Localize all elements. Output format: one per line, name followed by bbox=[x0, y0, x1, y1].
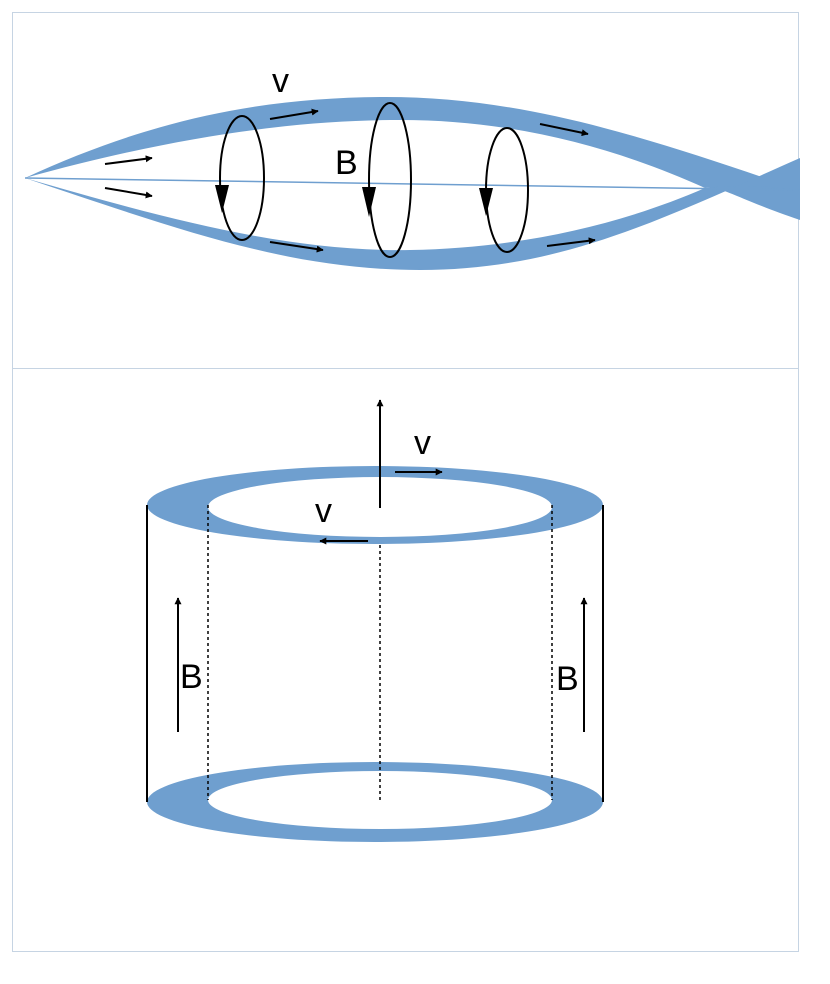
field-label-left: B bbox=[180, 658, 203, 696]
velocity-arrow bbox=[269, 241, 324, 253]
velocity-arrow bbox=[546, 237, 596, 247]
field-label-right: B bbox=[556, 660, 579, 698]
upper-flux-band bbox=[25, 96, 800, 220]
bottom-panel: v v B B bbox=[146, 399, 604, 842]
field-label: B bbox=[335, 144, 358, 182]
velocity-arrow bbox=[104, 155, 153, 165]
top-panel-frame bbox=[12, 12, 799, 369]
top-panel: v B bbox=[24, 62, 801, 270]
bottom-panel-frame bbox=[12, 368, 799, 952]
bottom-flux-ring bbox=[147, 762, 603, 842]
velocity-label-outer: v bbox=[414, 424, 431, 462]
velocity-label-inner: v bbox=[315, 492, 332, 530]
top-flux-ring bbox=[147, 466, 603, 544]
center-axis-line bbox=[24, 177, 801, 191]
velocity-label: v bbox=[272, 62, 289, 100]
velocity-arrow bbox=[539, 123, 589, 137]
field-loop-2 bbox=[368, 102, 412, 258]
field-loop-1 bbox=[219, 115, 265, 241]
lower-flux-band bbox=[25, 158, 800, 270]
velocity-arrow bbox=[269, 108, 319, 120]
field-loop-1-arrow bbox=[215, 185, 229, 213]
field-loop-3-arrow bbox=[479, 188, 493, 216]
field-loop-2-arrow bbox=[362, 187, 376, 217]
velocity-arrow bbox=[104, 187, 153, 199]
